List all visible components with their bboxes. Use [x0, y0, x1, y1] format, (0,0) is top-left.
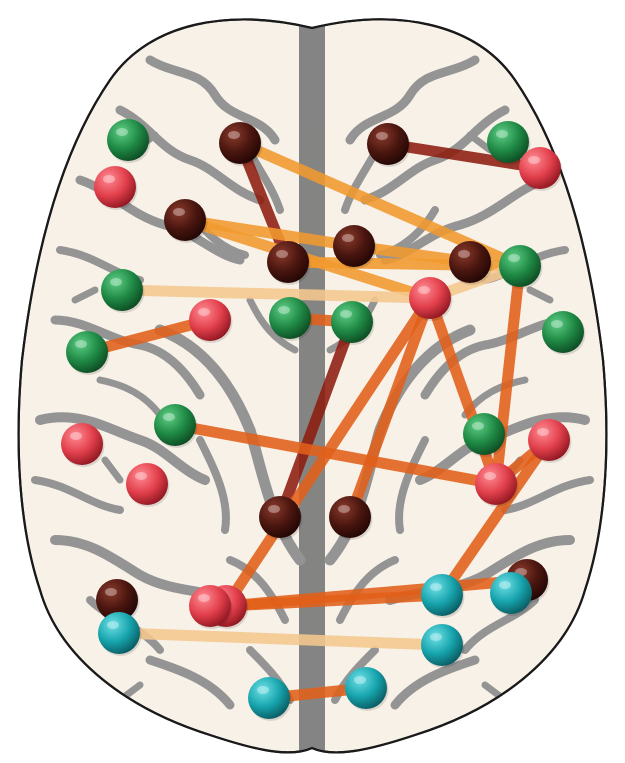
connectome-figure [0, 0, 625, 763]
brain-connectivity-diagram [0, 0, 625, 763]
